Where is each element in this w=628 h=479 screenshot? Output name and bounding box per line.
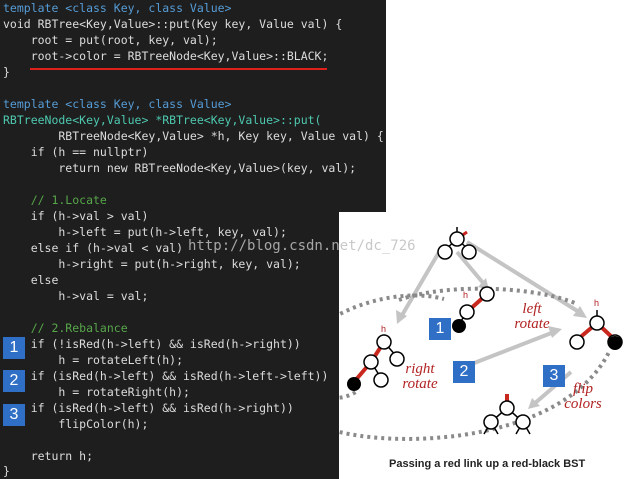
code-line-if-null: if (h == nullptr) bbox=[3, 145, 149, 159]
code-line-close-brace: } bbox=[3, 65, 10, 79]
red-black-diagram: h h h left rotate right rotate flip colo… bbox=[339, 212, 628, 479]
arrow-from-step2 bbox=[468, 330, 555, 367]
code-line-return-h: return h; bbox=[3, 449, 94, 463]
code-line-if-flip: if (isRed(h->left) && isRed(h->right)) bbox=[3, 401, 294, 415]
code-comment-locate: // 1.Locate bbox=[3, 193, 107, 207]
label-left-rotate: left rotate bbox=[514, 301, 550, 332]
red-underline bbox=[30, 68, 327, 70]
label-right-rotate: right rotate bbox=[402, 361, 438, 392]
code-line-if-rotate-left: if (!isRed(h->left) && isRed(h->right)) bbox=[3, 337, 301, 351]
diagram-caption: Passing a red link up a red-black BST bbox=[389, 458, 586, 470]
diagram-badge-2: 2 bbox=[453, 361, 475, 383]
dotted-curve-1 bbox=[339, 293, 445, 317]
step-badge-1: 1 bbox=[3, 337, 25, 359]
label-flip-colors: flip colors bbox=[564, 381, 602, 412]
code-line-if-gt: if (h->val > val) bbox=[3, 209, 149, 223]
dotted-curve-2 bbox=[339, 388, 361, 400]
code-line-put2-signature: RBTreeNode<Key,Value> *RBTree<Key,Value>… bbox=[3, 113, 322, 127]
h-label-right: h bbox=[381, 324, 387, 334]
step-badge-2: 2 bbox=[3, 370, 25, 392]
arrow-to-flip bbox=[465, 240, 581, 314]
code-panel bbox=[0, 0, 386, 479]
code-line-return-new: return new RBTreeNode<Key,Value>(key, va… bbox=[3, 161, 357, 175]
step-badge-3: 3 bbox=[3, 404, 25, 426]
code-line-if-rotate-right: if (isRed(h->left) && isRed(h->left->lef… bbox=[3, 369, 329, 383]
code-line-template-2: template <class Key, class Value> bbox=[3, 97, 232, 111]
code-line-assign-val: h->val = val; bbox=[3, 289, 149, 303]
h-label-flip: h bbox=[594, 298, 600, 308]
code-line-root-color: root->color = RBTreeNode<Key,Value>::BLA… bbox=[3, 49, 329, 63]
code-line-right-put: h->right = put(h->right, key, val); bbox=[3, 257, 301, 271]
watermark: http://blog.csdn.net/dc_726 bbox=[188, 238, 416, 254]
code-line-flip-color: flipColor(h); bbox=[3, 417, 149, 431]
code-line-rotate-left: h = rotateLeft(h); bbox=[3, 353, 184, 367]
code-line-put2-params: RBTreeNode<Key,Value> *h, Key key, Value… bbox=[3, 129, 384, 143]
code-comment-rebalance: // 2.Rebalance bbox=[3, 321, 128, 335]
diagram-badge-3: 3 bbox=[543, 365, 565, 387]
diagram-badge-1: 1 bbox=[429, 318, 451, 340]
code-line-rotate-right: h = rotateRight(h); bbox=[3, 385, 190, 399]
code-line-left-put: h->left = put(h->left, key, val); bbox=[3, 225, 287, 239]
code-line-template-1: template <class Key, class Value> bbox=[3, 1, 232, 15]
arrow-to-left-rotate bbox=[455, 250, 486, 286]
code-line-put-signature: void RBTree<Key,Value>::put(Key key, Val… bbox=[3, 17, 343, 31]
code-line-else: else bbox=[3, 273, 59, 287]
code-line-close-brace-2: } bbox=[3, 464, 10, 478]
arrow-to-right-rotate bbox=[399, 245, 444, 319]
code-line-elseif-lt: else if (h->val < val) bbox=[3, 241, 184, 255]
code-line-root-put: root = put(root, key, val); bbox=[3, 33, 218, 47]
h-label-left: h bbox=[463, 290, 469, 300]
dotted-curve-3 bbox=[339, 351, 611, 441]
